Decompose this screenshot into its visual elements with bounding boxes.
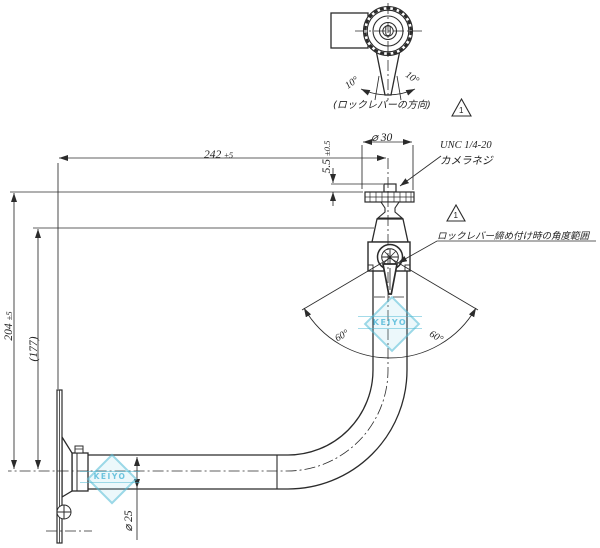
- screw-spec-line1: UNC 1/4-20: [440, 140, 492, 151]
- lever-angle-arc-front: [301, 257, 479, 359]
- pipe-hub: [71, 452, 89, 492]
- platform-stem: [376, 201, 404, 219]
- extension-lines: [10, 145, 414, 389]
- mount-cone: [61, 434, 73, 499]
- clamp-block: [371, 218, 409, 243]
- angle-range-note: ロックレバー締め付け時の角度範囲: [437, 231, 590, 242]
- top-view-centerlines: [355, 3, 422, 100]
- leader-angle-range: [397, 240, 596, 264]
- front-view: [56, 183, 415, 544]
- camera-screw: [383, 183, 397, 193]
- screw-spec-line2: カメラネジ: [440, 155, 493, 167]
- lock-lever-direction-caption: (ロックレバーの方向): [333, 100, 431, 111]
- camera-platform: [364, 191, 415, 203]
- warning-triangle-top: [451, 97, 472, 117]
- warning-number-front: 1: [453, 211, 458, 220]
- front-view-centerlines: [8, 158, 404, 532]
- lever-angle-arc-top: [360, 75, 416, 101]
- camera-block-top: [330, 12, 369, 49]
- plate-screw: [56, 504, 72, 520]
- warning-number-top: 1: [459, 106, 464, 115]
- dim-dia30-label: ⌀ 30: [371, 132, 393, 144]
- hub-set-screw: [74, 445, 84, 454]
- leader-camera-screw: [399, 155, 442, 187]
- dim-242-label: 242±5: [204, 149, 234, 161]
- top-view: [330, 3, 472, 117]
- support-pipe: [88, 271, 408, 490]
- warning-triangle-front: [446, 203, 466, 222]
- lock-lever-front: [381, 263, 399, 295]
